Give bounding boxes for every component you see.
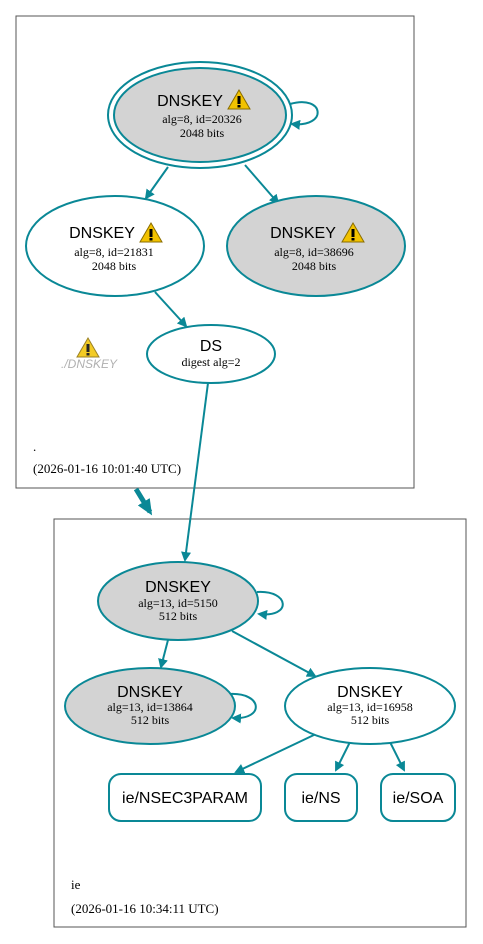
warning-icon bbox=[76, 337, 100, 358]
dnskey-node-5150[interactable]: DNSKEY alg=13, id=5150 512 bits bbox=[97, 561, 259, 641]
dnskey-node-38696[interactable]: DNSKEY alg=8, id=38696 2048 bits bbox=[226, 195, 406, 297]
node-title: DNSKEY bbox=[337, 684, 403, 701]
rrset-ns[interactable]: ie/NS bbox=[284, 773, 358, 822]
zone-timestamp: (2026-01-16 10:34:11 UTC) bbox=[71, 901, 219, 916]
dnskey-node-20326[interactable]: DNSKEY alg=8, id=20326 2048 bits bbox=[107, 61, 293, 169]
node-detail: 2048 bits bbox=[92, 259, 137, 273]
rrset-label: ie/NSEC3PARAM bbox=[122, 790, 248, 807]
edge-ie-ksk-to-13864 bbox=[158, 639, 169, 669]
edge-delegation bbox=[133, 487, 153, 516]
edge-ksk-to-zsk bbox=[144, 166, 169, 200]
edge-13864-self-loop bbox=[228, 692, 257, 724]
zone-name: ie bbox=[71, 877, 81, 892]
node-detail: 512 bits bbox=[159, 609, 198, 623]
zone-timestamp: (2026-01-16 10:01:40 UTC) bbox=[33, 461, 181, 476]
edge-ksk-self-loop bbox=[289, 101, 319, 130]
node-detail: 2048 bits bbox=[292, 259, 337, 273]
node-detail: alg=8, id=38696 bbox=[274, 245, 354, 259]
node-detail: digest alg=2 bbox=[181, 355, 240, 369]
node-detail: 512 bits bbox=[351, 713, 390, 727]
node-title: DS bbox=[200, 338, 222, 355]
node-title: DNSKEY bbox=[117, 684, 183, 701]
edge-16958-to-ns bbox=[335, 741, 351, 772]
rrset-label: ie/SOA bbox=[393, 790, 444, 807]
dnskey-node-16958[interactable]: DNSKEY alg=13, id=16958 512 bits bbox=[284, 667, 456, 745]
node-detail: 2048 bits bbox=[180, 126, 225, 140]
edge-ie-ksk-to-16958 bbox=[231, 630, 317, 677]
edge-zsk-to-ds bbox=[154, 291, 188, 328]
warning-label: ./DNSKEY bbox=[61, 357, 118, 371]
edge-16958-to-soa bbox=[389, 741, 405, 772]
dnskey-warning-marker[interactable]: ./DNSKEY bbox=[61, 337, 118, 371]
edge-16958-to-nsec3param bbox=[234, 733, 317, 774]
node-detail: alg=8, id=21831 bbox=[74, 245, 154, 259]
node-detail: alg=13, id=13864 bbox=[107, 700, 193, 714]
node-detail: alg=8, id=20326 bbox=[162, 112, 242, 126]
node-detail: alg=13, id=5150 bbox=[138, 596, 218, 610]
node-title: DNSKEY bbox=[145, 579, 211, 596]
dnskey-node-21831[interactable]: DNSKEY alg=8, id=21831 2048 bits bbox=[25, 195, 205, 297]
rrset-nsec3param[interactable]: ie/NSEC3PARAM bbox=[108, 773, 262, 822]
rrset-label: ie/NS bbox=[301, 790, 340, 807]
edge-ie-ksk-self-loop bbox=[256, 590, 284, 620]
node-title: DNSKEY bbox=[270, 225, 336, 242]
dnskey-node-13864[interactable]: DNSKEY alg=13, id=13864 512 bits bbox=[64, 667, 236, 745]
node-detail: alg=13, id=16958 bbox=[327, 700, 413, 714]
node-title: DNSKEY bbox=[69, 225, 135, 242]
ds-node[interactable]: DS digest alg=2 bbox=[146, 324, 276, 384]
rrset-soa[interactable]: ie/SOA bbox=[380, 773, 456, 822]
edge-ksk-to-key3 bbox=[244, 164, 280, 205]
node-detail: 512 bits bbox=[131, 713, 170, 727]
zone-ie-box bbox=[53, 518, 467, 928]
edge-ds-to-ie-ksk bbox=[181, 382, 209, 562]
zone-root-box bbox=[15, 15, 415, 489]
zone-name: . bbox=[33, 439, 36, 454]
node-title: DNSKEY bbox=[157, 93, 223, 110]
